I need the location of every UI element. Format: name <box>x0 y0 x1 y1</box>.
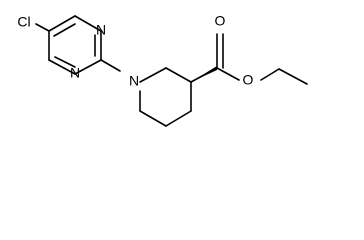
bond-ester-o-ch2 <box>260 68 280 81</box>
ester-oxygen-label: O <box>243 72 254 88</box>
bond-ethyl <box>278 68 308 85</box>
bond-piperidine-1 <box>139 67 167 83</box>
pyrimidine-nitrogen-top-label: N <box>96 22 106 38</box>
bond-piperidine-5 <box>139 110 167 127</box>
bond-pyrimidine-double-3 <box>54 56 76 68</box>
chlorine-label: Cl <box>17 14 30 30</box>
bond-carbonyl-ester-o <box>216 67 240 81</box>
bond-pyrimidine-1 <box>48 15 76 32</box>
bond-pyrimidine-4 <box>74 59 102 75</box>
bond-pyrimidine-piperidine <box>100 59 121 72</box>
pyrimidine-nitrogen-bottom-label: N <box>70 65 80 81</box>
piperidine-nitrogen-label: N <box>129 73 139 89</box>
bond-pyrimidine-double-1 <box>53 23 76 37</box>
bond-piperidine-4 <box>165 110 192 127</box>
structure-canvas: Cl N N N O O <box>17 13 308 127</box>
bond-c-cl <box>35 23 50 32</box>
chemical-structure: Cl N N N O O <box>17 13 308 127</box>
carbonyl-oxygen-label: O <box>215 13 226 29</box>
bond-pyrimidine-2 <box>74 15 102 32</box>
stereo-wedge-bond <box>191 66 217 82</box>
bond-piperidine-2 <box>165 67 192 83</box>
bond-pyrimidine-5 <box>48 59 76 75</box>
